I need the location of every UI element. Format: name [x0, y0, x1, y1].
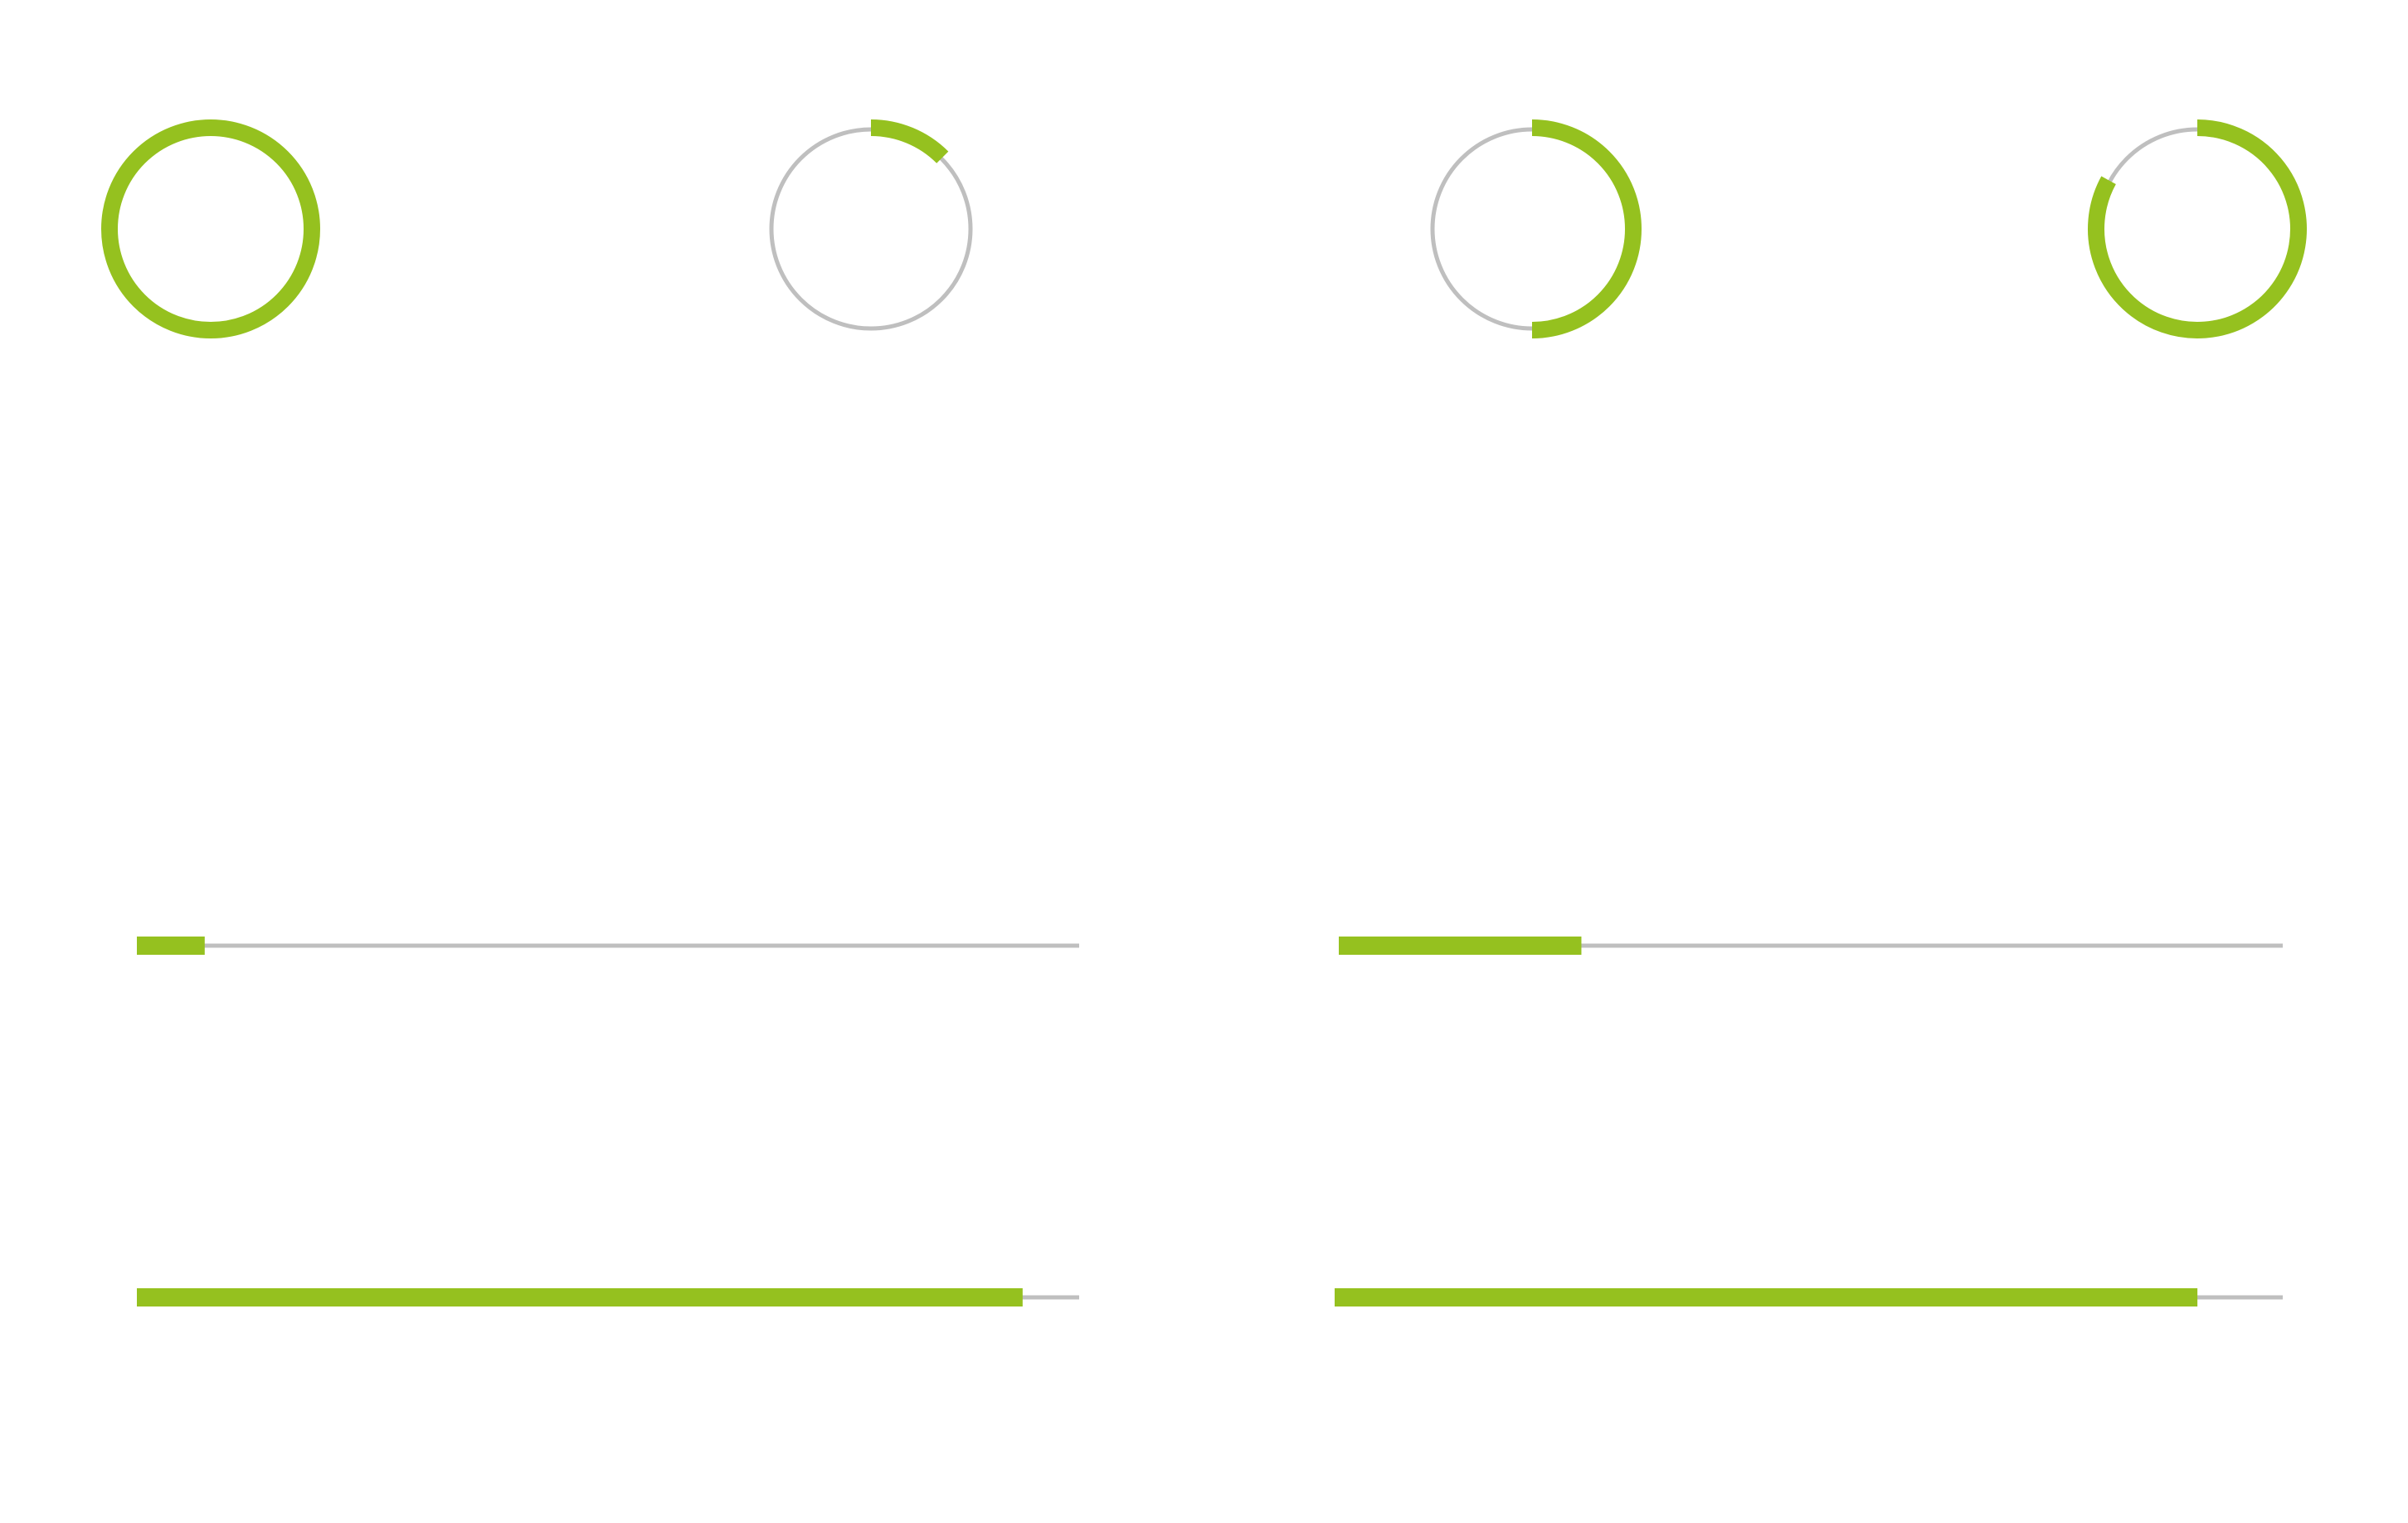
circular-progress-fill	[2088, 119, 2307, 338]
linear-progress-fill	[137, 937, 205, 955]
linear-progress-track	[137, 943, 1079, 948]
linear-progress-fill	[137, 1288, 1023, 1306]
linear-progress-track	[1339, 943, 2283, 948]
circular-progress-fill	[870, 119, 949, 163]
linear-progress-fill	[1335, 1288, 2198, 1306]
circular-progress-fill	[1531, 119, 1642, 338]
circular-progress-fill	[101, 119, 320, 338]
circular-progress-track	[769, 127, 973, 331]
linear-progress-fill	[1339, 937, 1582, 955]
